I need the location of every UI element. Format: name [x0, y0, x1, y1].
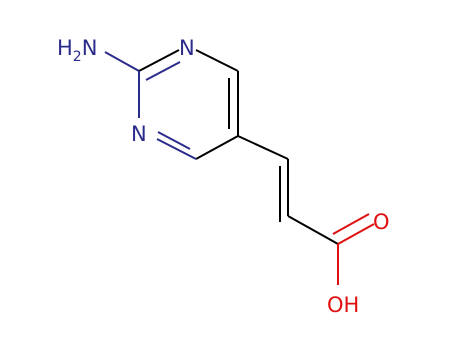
bond-ccarboxyl-oxo-second [332, 213, 370, 235]
bond-c5-c4 [195, 135, 239, 160]
ring-nitrogen-bottom-label: N [131, 122, 147, 146]
bond-c5-calpha [237, 135, 289, 160]
bond-ccarboxyl-oxo [337, 223, 375, 245]
bond-c4-n3 [156, 138, 197, 160]
bond-c4-n3-second [157, 131, 191, 150]
bond-c2-nh2 [104, 51, 140, 72]
carbonyl-oxygen-label: O [373, 210, 390, 234]
pyrimidine-ring [138, 49, 239, 160]
bond-cbeta-ccarboxyl [287, 215, 339, 245]
hydroxyl-label: OH [327, 293, 359, 317]
amine-label: H2N [57, 36, 97, 65]
ring-nitrogen-top-label: N [179, 36, 195, 60]
bond-c2-n1-second [145, 61, 181, 81]
bond-n1-c6 [195, 49, 239, 72]
bond-c2-n1 [138, 49, 180, 72]
